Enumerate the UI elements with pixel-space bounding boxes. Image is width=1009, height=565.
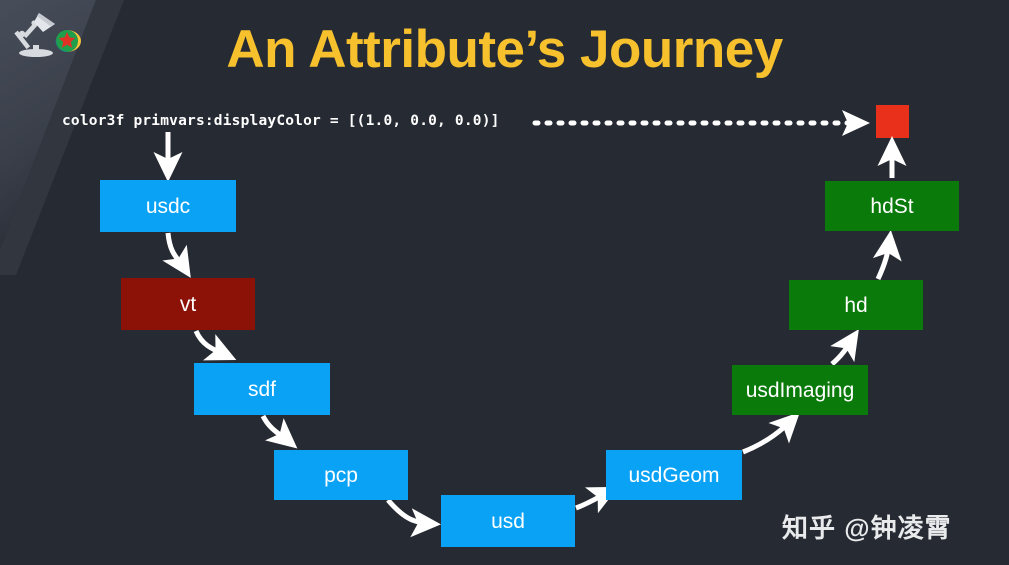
node-label: hd — [844, 293, 868, 317]
node-label: usdGeom — [628, 463, 720, 487]
node-label: hdSt — [870, 194, 914, 218]
node-usdimaging[interactable]: usdImaging — [732, 365, 868, 415]
node-label: vt — [179, 292, 197, 316]
node-sdf[interactable]: sdf — [194, 363, 330, 415]
node-hdst[interactable]: hdSt — [825, 181, 959, 231]
node-pcp[interactable]: pcp — [274, 450, 408, 500]
node-vt[interactable]: vt — [121, 278, 255, 330]
node-label: usd — [491, 509, 525, 533]
node-label: usdc — [145, 194, 191, 218]
node-usdc[interactable]: usdc — [100, 180, 236, 232]
node-usdgeom[interactable]: usdGeom — [606, 450, 742, 500]
pixar-luxo-lamp-logo — [14, 13, 81, 57]
watermark: 知乎 @钟凌霄 — [782, 513, 952, 543]
node-label: usdImaging — [745, 378, 855, 402]
node-usd[interactable]: usd — [441, 495, 575, 547]
usd-attribute-code-line: color3f primvars:displayColor = [(1.0, 0… — [62, 113, 500, 129]
node-hd[interactable]: hd — [789, 280, 923, 330]
node-label: pcp — [324, 463, 358, 487]
result-color-swatch — [876, 105, 909, 138]
node-label: sdf — [247, 377, 276, 401]
page-title: An Attribute’s Journey — [226, 20, 783, 79]
